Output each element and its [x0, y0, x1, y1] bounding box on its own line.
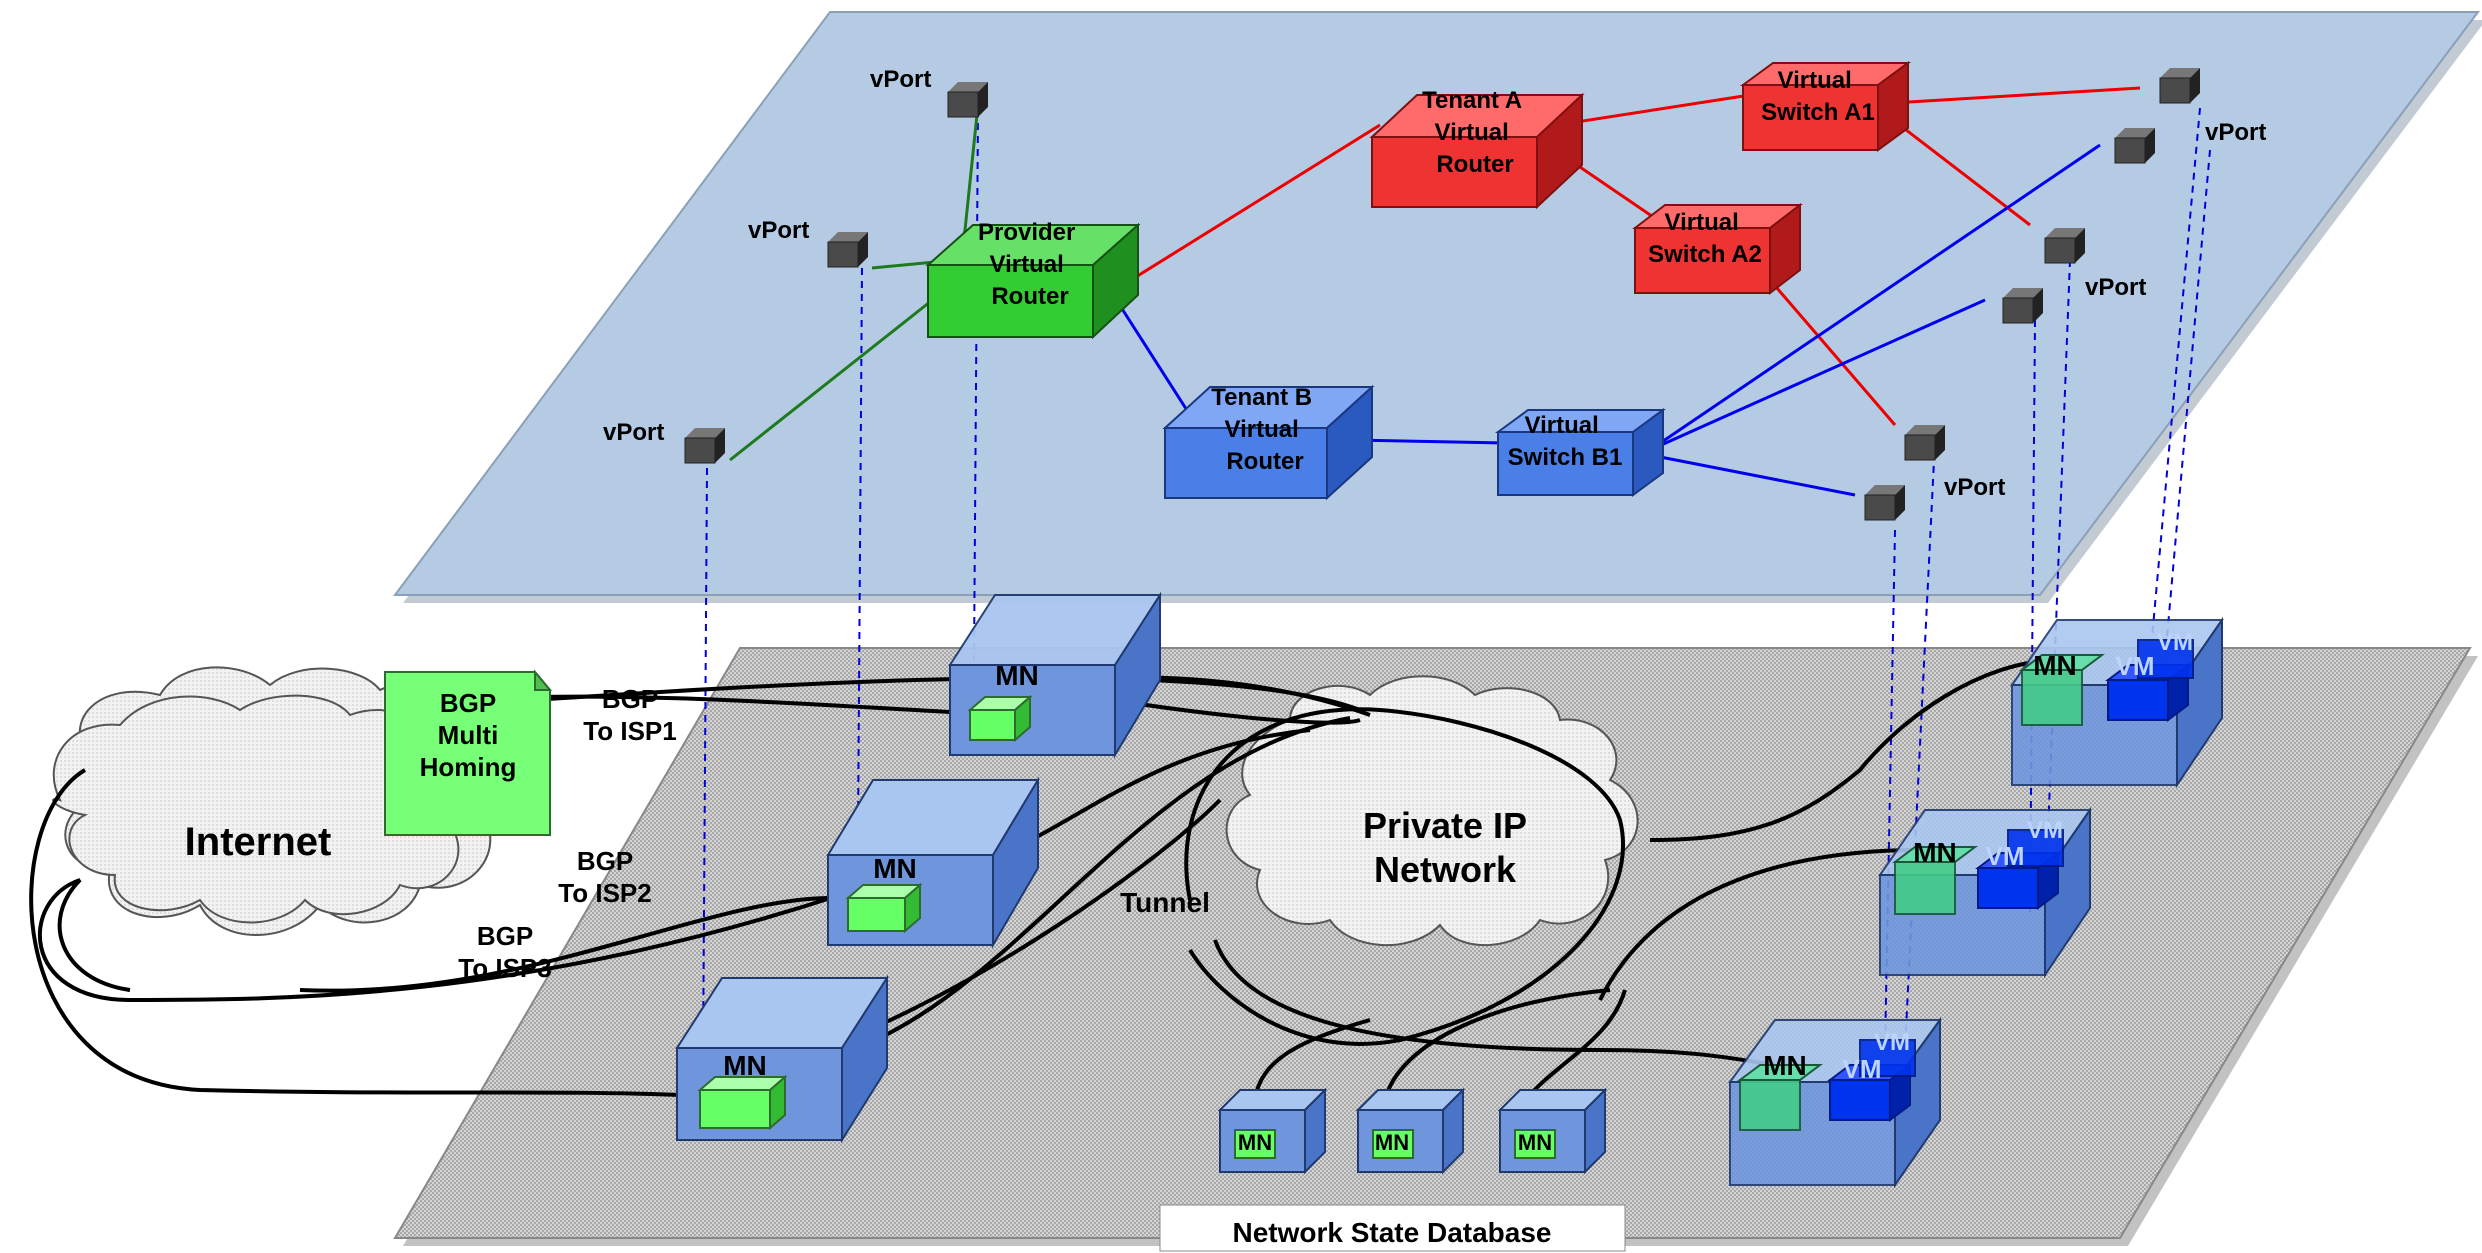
mapping-lines: [702, 107, 2211, 1061]
mn-host-box: MN: [826, 776, 1040, 949]
bgp-isp2-label: To ISP2: [558, 878, 651, 908]
private-ip-cloud: Private IP Network: [1225, 675, 1639, 946]
small-mn-box: MN: [1497, 1087, 1608, 1175]
vm-label: VM: [2027, 817, 2063, 844]
vm-label: VM: [1843, 1054, 1882, 1084]
vports: vPort vPort vPort vPort vPort vPort: [603, 66, 2266, 521]
vm-label: VM: [1874, 1029, 1910, 1056]
vm-host-box: MN VM VM: [2010, 616, 2224, 789]
switch-b1-label: Switch B1: [1508, 444, 1623, 471]
nsdb-label: Network State Database: [1232, 1217, 1551, 1248]
tenant-b-router-label: Virtual: [1225, 416, 1299, 443]
svg-text:Virtual Switch A2: Virtual Switch A2: [1648, 209, 1762, 268]
vport-icon: [947, 82, 988, 118]
tunnel-label: Tunnel: [1120, 887, 1210, 918]
vport-icon: [2114, 128, 2155, 164]
virtual-switch-a2: Virtual Switch A2: [1632, 202, 1803, 296]
vm-host-box: MN VM VM: [1728, 1016, 1942, 1189]
tenant-b-virtual-router: Tenant B Virtual Router: [1162, 384, 1375, 501]
tenant-b-router-label: Router: [1226, 448, 1303, 475]
mn-label: MN: [1913, 837, 1957, 868]
svg-text:Virtual Switch A1: Virtual Switch A1: [1761, 67, 1875, 126]
vport-label: vPort: [603, 419, 664, 446]
switch-b1-label: Virtual: [1525, 412, 1599, 439]
vport-icon: [684, 428, 725, 464]
mn-label: MN: [873, 853, 917, 884]
network-state-database: Network State Database: [1159, 1204, 1626, 1252]
bgp-isp2-label: BGP: [577, 846, 633, 876]
vport-label: vPort: [2205, 119, 2266, 146]
vm-label: VM: [1986, 841, 2025, 871]
switch-a2-label: Switch A2: [1648, 241, 1762, 268]
mn-label: MN: [1238, 1130, 1272, 1155]
tenant-b-router-label: Tenant B: [1211, 384, 1312, 411]
mn-label: MN: [1763, 1050, 1807, 1081]
vport-icon: [827, 232, 868, 268]
virtual-plane: [393, 11, 2482, 603]
mn-host-box: MN: [948, 591, 1162, 759]
svg-text:Tenant B Virtual R: Tenant B Virtual Router: [1211, 384, 1319, 475]
tenant-a-virtual-router: Tenant A Virtual Router: [1369, 87, 1585, 210]
svg-text:Provider Virtual R: Provider Virtual Router: [978, 219, 1082, 310]
virtual-switch-b1: Virtual Switch B1: [1494, 408, 1667, 497]
bgp-isp3-label: BGP: [477, 921, 533, 951]
vport-label: vPort: [870, 66, 931, 93]
switch-a1-label: Virtual: [1778, 67, 1852, 94]
mn-label: MN: [723, 1050, 767, 1081]
vport-label: vPort: [2085, 274, 2146, 301]
provider-router-label: Virtual: [990, 251, 1064, 278]
provider-virtual-router: Provider Virtual Router: [925, 219, 1141, 340]
tenant-a-router-label: Tenant A: [1422, 87, 1522, 114]
bgp-labels: BGP To ISP1 BGP To ISP2 BGP To ISP3 Tunn…: [458, 684, 1210, 983]
vport-icon: [2044, 228, 2085, 264]
mn-label: MN: [1375, 1130, 1409, 1155]
vm-label: VM: [2116, 651, 2155, 681]
small-mn-box: MN: [1217, 1087, 1328, 1175]
svg-text:Tenant A Virtual R: Tenant A Virtual Router: [1422, 87, 1528, 178]
private-net-label: Network: [1374, 849, 1517, 890]
vport-label: vPort: [1944, 474, 2005, 501]
private-net-label: Private IP: [1363, 805, 1527, 846]
tenant-a-router-label: Router: [1436, 151, 1513, 178]
switch-a1-label: Switch A1: [1761, 99, 1875, 126]
svg-text:Virtual Switch B1: Virtual Switch B1: [1508, 412, 1623, 471]
bgp-note-label: BGP: [440, 688, 496, 718]
vport-label: vPort: [748, 217, 809, 244]
mn-label: MN: [995, 660, 1039, 691]
mn-host-box: MN: [675, 974, 889, 1144]
bgp-note-label: Homing: [420, 752, 517, 782]
bgp-isp1-label: To ISP1: [583, 716, 676, 746]
virtual-switch-a1: Virtual Switch A1: [1739, 61, 1912, 152]
vm-label: VM: [2157, 629, 2193, 656]
vm-host-box: MN VM VM: [1878, 806, 2092, 979]
bgp-isp1-label: BGP: [602, 684, 658, 714]
bgp-multihoming-note: BGP Multi Homing: [384, 669, 553, 836]
internet-label: Internet: [185, 820, 332, 864]
switch-a2-label: Virtual: [1665, 209, 1739, 236]
tenant-a-router-label: Virtual: [1435, 119, 1509, 146]
mn-label: MN: [1518, 1130, 1552, 1155]
bgp-note-label: Multi: [438, 720, 499, 750]
vport-icon: [1864, 485, 1905, 521]
vport-icon: [2002, 288, 2043, 324]
mn-label: MN: [2033, 650, 2077, 681]
bgp-isp3-label: To ISP3: [458, 953, 551, 983]
provider-router-label: Provider: [978, 219, 1075, 246]
vport-icon: [2159, 68, 2200, 104]
provider-router-label: Router: [991, 283, 1068, 310]
vport-icon: [1904, 425, 1945, 461]
small-mn-box: MN: [1355, 1087, 1466, 1175]
